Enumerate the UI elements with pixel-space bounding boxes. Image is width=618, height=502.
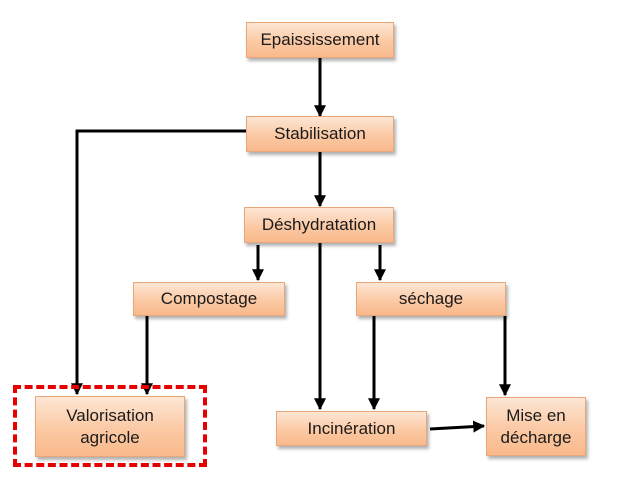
highlight-frame — [13, 385, 207, 467]
node-incineration: Incinération — [276, 411, 427, 446]
node-epaississement-label: Epaississement — [260, 30, 380, 50]
node-stabilisation-label: Stabilisation — [274, 124, 366, 144]
node-incineration-label: Incinération — [307, 418, 396, 438]
node-deshydratation-label: Déshydratation — [261, 215, 377, 235]
node-valorisation-agricole: Valorisation agricole — [35, 396, 185, 457]
node-valorisation-agricole-label: Valorisation agricole — [66, 406, 154, 447]
node-mise-en-decharge: Mise en décharge — [486, 397, 586, 456]
arrow-stabilisation-valorisation — [71, 129, 246, 396]
arrow-incineration-decharge — [429, 420, 486, 433]
node-sechage: séchage — [356, 282, 506, 316]
node-sechage-label: séchage — [398, 289, 464, 309]
node-compostage: Compostage — [133, 282, 285, 316]
node-stabilisation: Stabilisation — [246, 116, 394, 152]
node-compostage-label: Compostage — [160, 289, 258, 309]
node-epaississement: Epaississement — [246, 22, 394, 58]
node-mise-en-decharge-label: Mise en décharge — [500, 406, 572, 447]
node-deshydratation: Déshydratation — [244, 207, 394, 243]
